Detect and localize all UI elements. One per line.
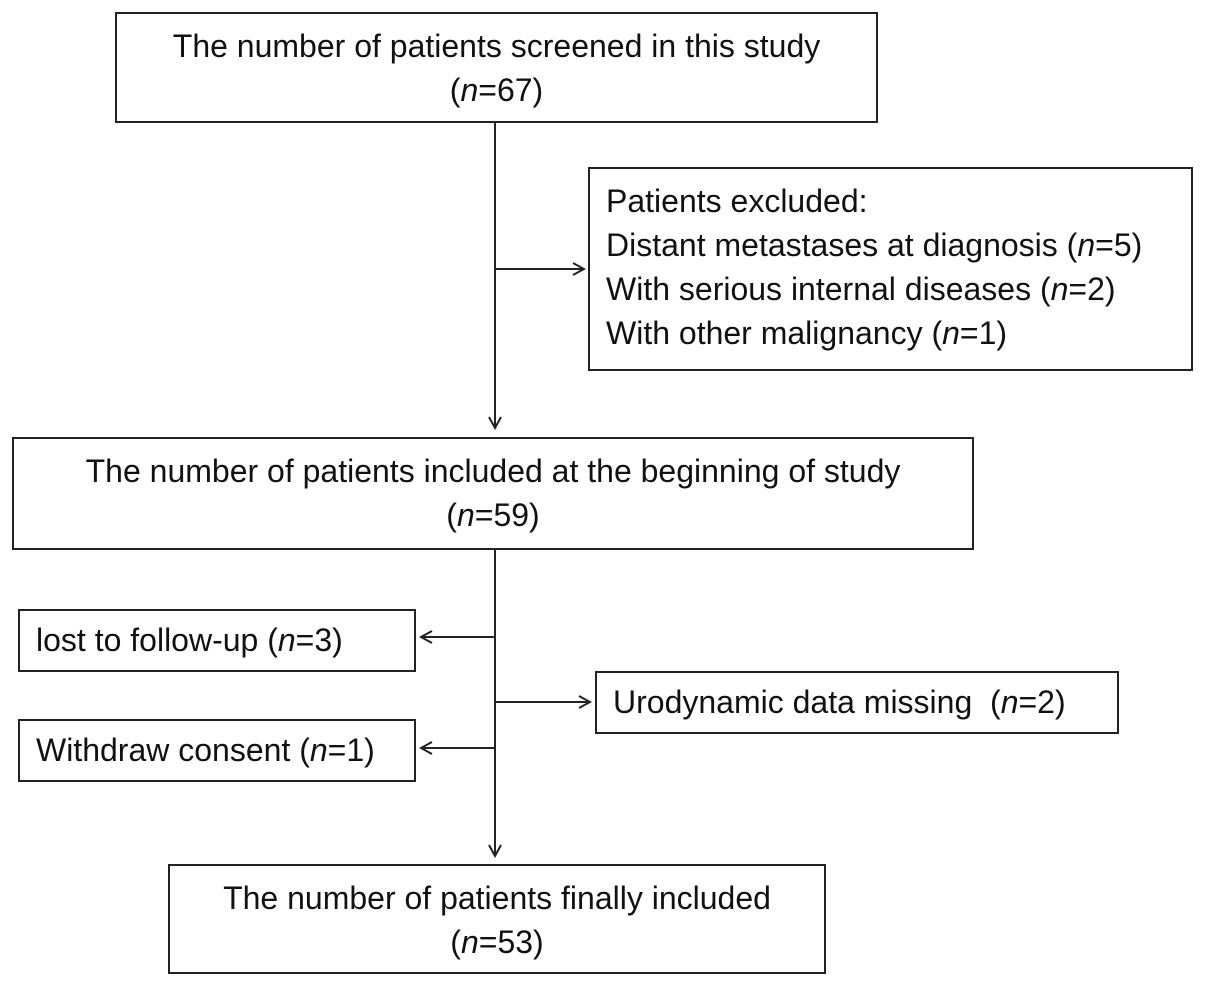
excluded-item: With serious internal diseases (n=2) <box>606 267 1191 311</box>
included-beginning-paren: ( <box>446 497 457 533</box>
screened-count: (n=67) <box>117 68 876 112</box>
excluded-item-label: Distant metastases at diagnosis ( <box>606 227 1078 263</box>
excluded-item: Distant metastases at diagnosis (n=5) <box>606 223 1191 267</box>
withdraw-consent-n-symbol: n <box>309 732 328 768</box>
urodynamic-missing-box: Urodynamic data missing (n=2) <box>595 671 1119 734</box>
urodynamic-missing-text: Urodynamic data missing (n=2) <box>613 680 1117 724</box>
finally-included-label: The number of patients finally included <box>223 880 771 916</box>
withdraw-consent-n-value: =1) <box>327 732 375 768</box>
lost-follow-up-box: lost to follow-up (n=3) <box>18 609 416 672</box>
withdraw-consent-box: Withdraw consent (n=1) <box>18 719 416 782</box>
excluded-item-n-value: =1) <box>959 315 1008 351</box>
included-beginning-n-symbol: n <box>456 497 475 533</box>
included-beginning-box: The number of patients included at the b… <box>12 437 974 550</box>
excluded-item-label: With serious internal diseases ( <box>606 271 1051 307</box>
included-beginning-label: The number of patients included at the b… <box>85 453 901 489</box>
urodynamic-missing-n-value: =2) <box>1018 684 1066 720</box>
lost-follow-up-label: lost to follow-up ( <box>36 622 278 658</box>
withdraw-consent-text: Withdraw consent (n=1) <box>36 728 414 772</box>
excluded-item-n-value: =5) <box>1095 227 1143 263</box>
lost-follow-up-text: lost to follow-up (n=3) <box>36 618 414 662</box>
included-beginning-n-value: =59) <box>474 497 540 533</box>
screened-paren: ( <box>449 72 461 108</box>
finally-included-box: The number of patients finally included … <box>168 864 826 974</box>
screened-n-value: =67) <box>478 72 544 108</box>
lost-follow-up-n-value: =3) <box>295 622 343 658</box>
included-beginning-count: (n=59) <box>14 493 972 537</box>
finally-included-n-value: =53) <box>478 924 544 960</box>
excluded-item-label: With other malignancy ( <box>606 315 943 351</box>
excluded-item-n-symbol: n <box>1077 227 1096 263</box>
excluded-item-n-value: =2) <box>1068 271 1116 307</box>
finally-included-paren: ( <box>450 924 461 960</box>
withdraw-consent-label: Withdraw consent ( <box>36 732 310 768</box>
screened-label: The number of patients screened in this … <box>172 28 821 64</box>
screened-box: The number of patients screened in this … <box>115 12 878 123</box>
lost-follow-up-n-symbol: n <box>277 622 296 658</box>
urodynamic-missing-n-symbol: n <box>1000 684 1019 720</box>
excluded-box: Patients excluded: Distant metastases at… <box>588 167 1193 371</box>
excluded-heading: Patients excluded: <box>606 183 868 219</box>
urodynamic-missing-label: Urodynamic data missing ( <box>613 684 1001 720</box>
excluded-item: With other malignancy (n=1) <box>606 311 1191 355</box>
excluded-item-n-symbol: n <box>1050 271 1069 307</box>
screened-n-symbol: n <box>460 72 479 108</box>
excluded-item-n-symbol: n <box>942 315 960 351</box>
finally-included-count: (n=53) <box>170 920 824 964</box>
finally-included-n-symbol: n <box>460 924 479 960</box>
